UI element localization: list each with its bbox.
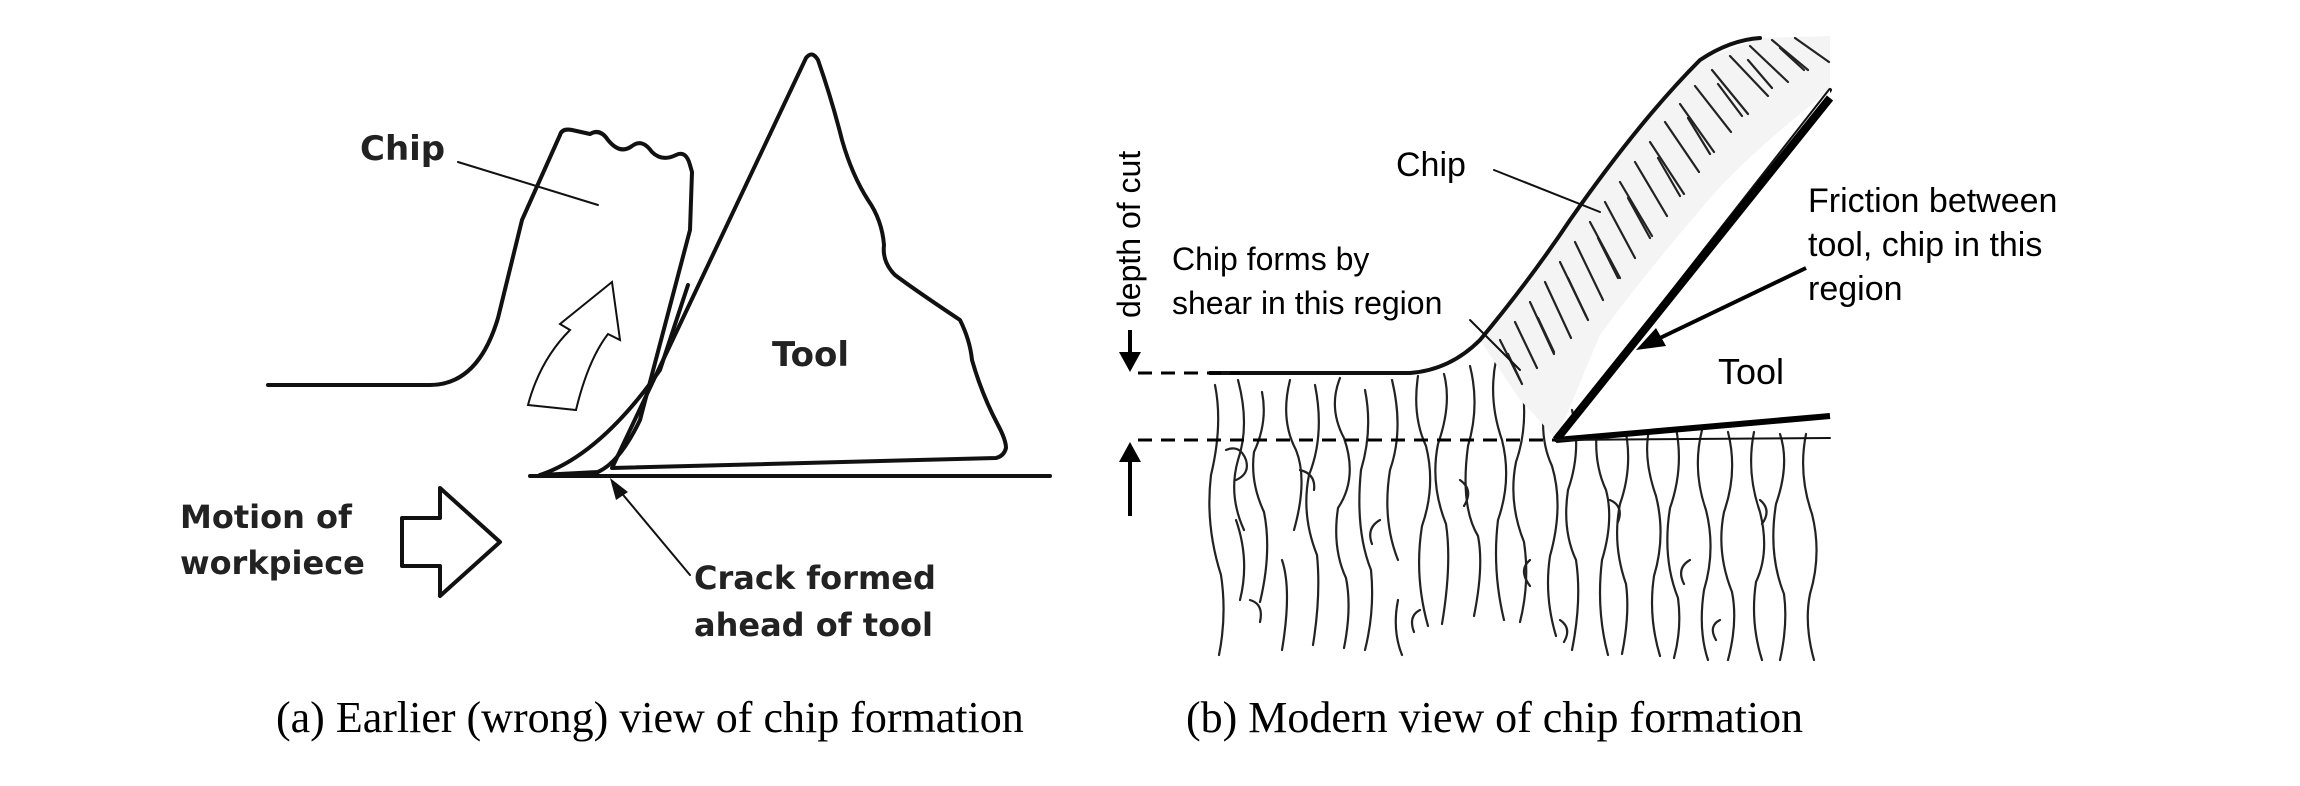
depth-arrowhead-down <box>1119 352 1141 372</box>
motion-label-line2: workpiece <box>180 544 365 582</box>
panel-b-chip-label: Chip <box>1396 146 1466 184</box>
caption-b: (b) Modern view of chip formation <box>1186 693 1803 742</box>
friction-pointer-line <box>1659 266 1807 340</box>
chip-body-b <box>1480 36 1830 440</box>
workpiece-grain-texture <box>1208 358 1818 662</box>
shear-label-line1: Chip forms by <box>1172 241 1369 277</box>
chip-outer-edge-b <box>1478 36 1762 342</box>
chip-leader-line <box>457 161 599 206</box>
shear-label-line2: shear in this region <box>1172 285 1442 321</box>
friction-arrowhead-icon <box>1636 328 1666 350</box>
tool-base-b <box>1555 437 1831 441</box>
caption-a: (a) Earlier (wrong) view of chip formati… <box>276 693 1024 742</box>
panel-a-chip-label: Chip <box>360 129 445 169</box>
panel-a-tool-label: Tool <box>772 335 849 375</box>
friction-label-line3: region <box>1808 270 1903 308</box>
tool-shape <box>610 52 1008 470</box>
panel-b-modern-view: depth of cut Chip Chip forms by shear in… <box>1111 35 2057 662</box>
friction-label-line2: tool, chip in this <box>1808 226 2042 264</box>
shear-leader-line <box>1469 319 1521 371</box>
motion-arrow-icon <box>400 486 502 598</box>
chip-flow-arrow-icon <box>526 280 622 412</box>
chip-leader-line-b <box>1493 169 1601 213</box>
friction-label-line1: Friction between <box>1808 182 2057 220</box>
depth-arrowhead-up <box>1119 442 1141 462</box>
panel-a-earlier-view: Chip Tool Motion of workpiece Crack form… <box>180 45 1052 655</box>
workpiece-surface-b <box>1208 338 1482 375</box>
crack-label-line1: Crack formed <box>694 559 936 597</box>
crack-arrowhead-icon <box>610 478 628 500</box>
workpiece-surface <box>266 133 562 387</box>
crack-pointer-line <box>613 483 691 576</box>
tool-flank-face-b <box>1555 413 1831 443</box>
tool-rake-face-b <box>1552 95 1834 443</box>
depth-of-cut-label: depth of cut <box>1111 151 1147 318</box>
crack-label-line2: ahead of tool <box>694 606 933 644</box>
panel-b-tool-label: Tool <box>1718 351 1784 392</box>
motion-label-line1: Motion of <box>180 498 353 536</box>
